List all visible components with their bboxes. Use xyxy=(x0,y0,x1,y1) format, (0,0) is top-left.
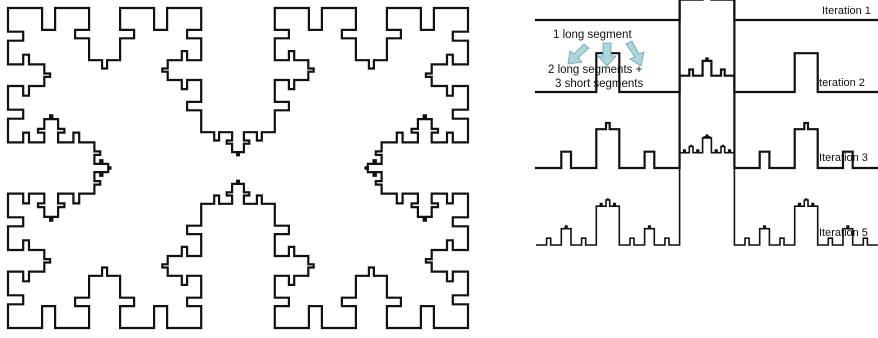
iteration-label-5: Iteration 5 xyxy=(819,227,868,239)
iteration-curve-5 xyxy=(536,134,878,246)
iteration-curve-1 xyxy=(534,0,878,22)
arrow-down-icon xyxy=(597,42,617,67)
iteration-sequence xyxy=(534,0,878,246)
fractal-tile-closed xyxy=(6,6,470,330)
iteration-curve-2 xyxy=(534,0,878,94)
annotation-line-2: 2 long segments + xyxy=(548,64,643,76)
annotation-line-1: 1 long segment xyxy=(553,29,632,41)
arrow-down-right-icon xyxy=(625,40,645,67)
iteration-label-1: Iteration 1 xyxy=(822,5,871,17)
annotation-line-3: 3 short segments xyxy=(555,78,643,90)
fractal-tile-outline xyxy=(6,6,470,330)
iteration-curve-3 xyxy=(534,57,878,170)
arrow-down-left-icon xyxy=(567,43,590,65)
iteration-label-2: Iteration 2 xyxy=(816,77,865,89)
iteration-label-3: Iteration 3 xyxy=(819,152,868,164)
